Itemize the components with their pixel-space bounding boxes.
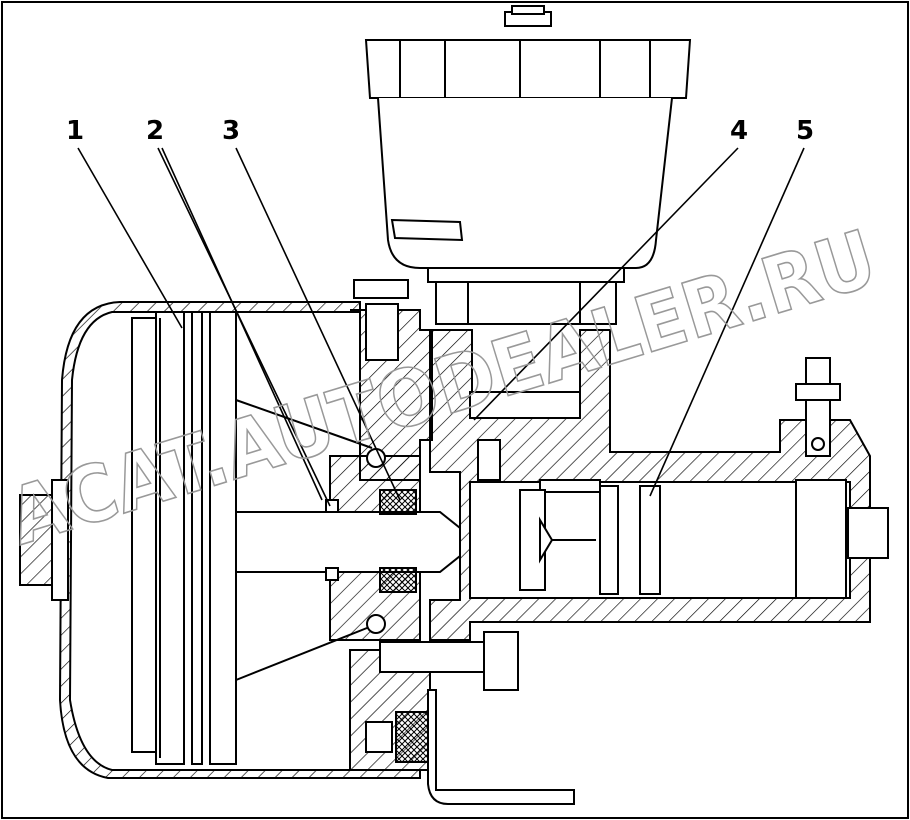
callout-4: 4: [730, 116, 749, 146]
callout-1: 1: [66, 116, 85, 146]
bottom-bolt-pipe: [379, 631, 575, 805]
piston-discs: [131, 311, 237, 765]
callout-5: 5: [796, 116, 815, 146]
piston-rod: [235, 489, 461, 593]
callout-3: 3: [222, 116, 241, 146]
leader-lines: [77, 147, 805, 507]
master-cylinder: [429, 329, 889, 641]
callout-2: 2: [146, 116, 165, 146]
reservoir: [364, 5, 692, 325]
bleeder-valve: [795, 357, 841, 457]
